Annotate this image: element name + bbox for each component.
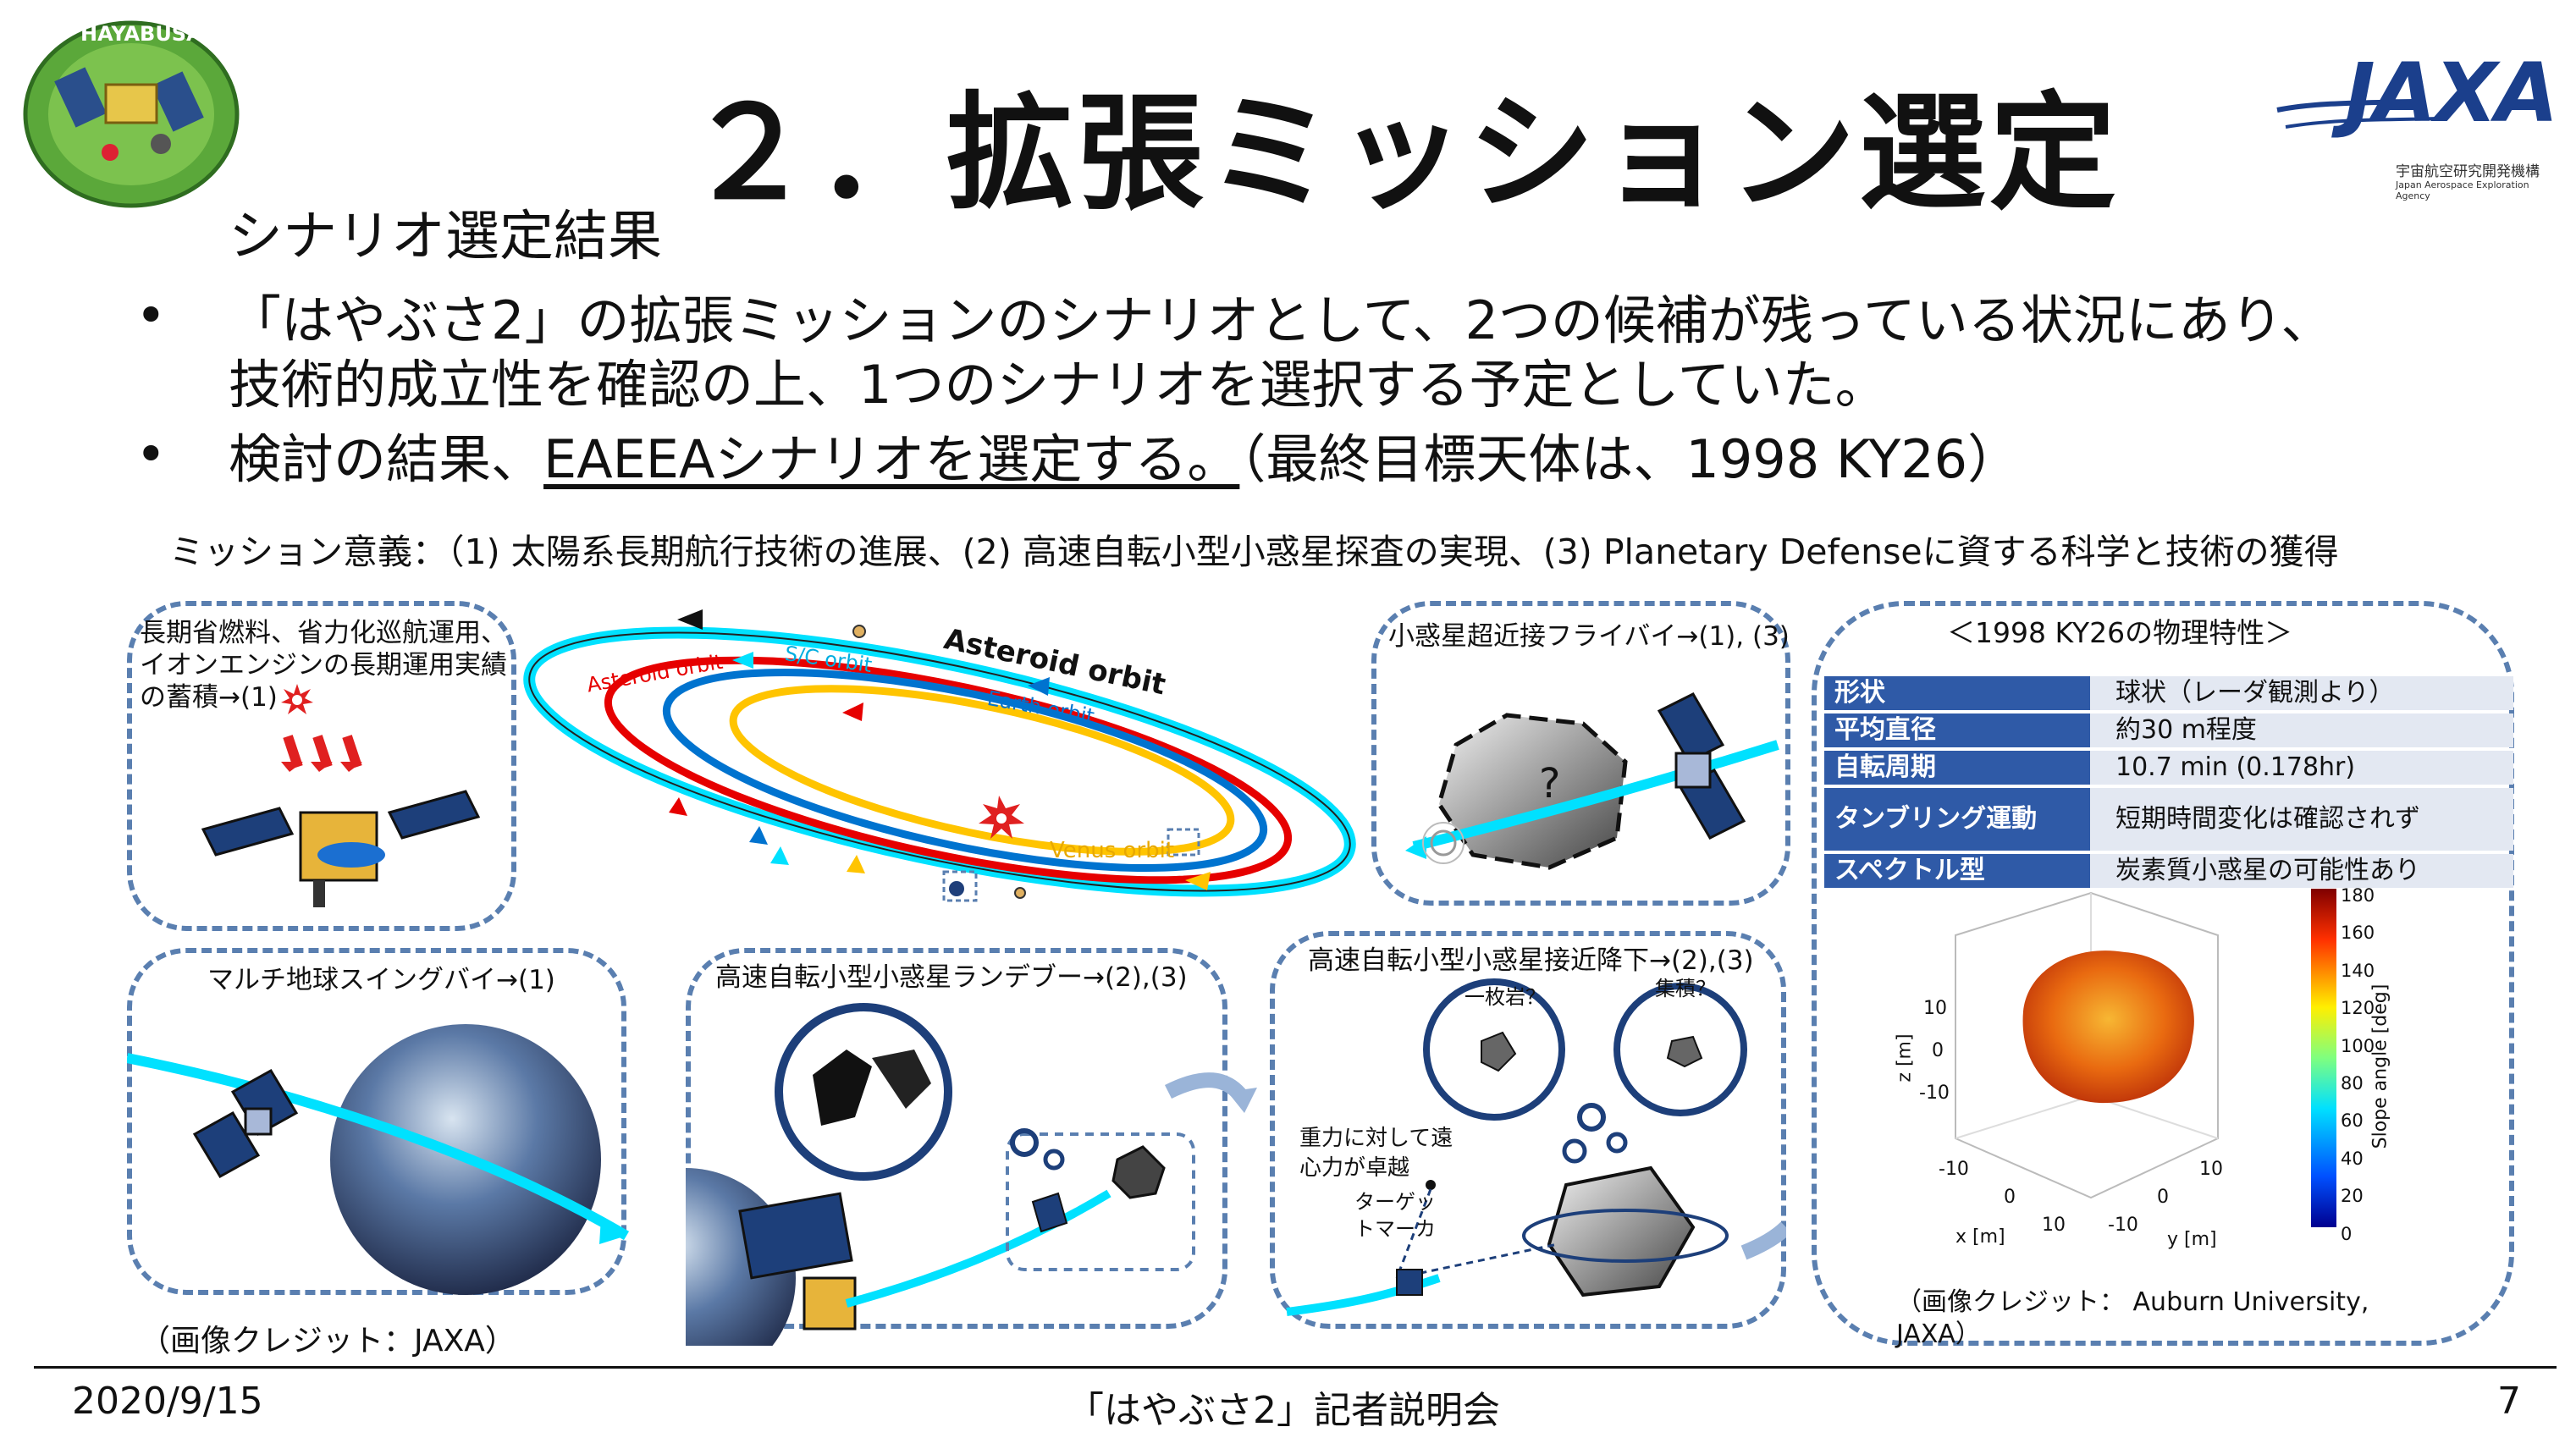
- long-term-line-3: の蓄積→(1): [140, 682, 278, 713]
- bullet-2-post: （最終目標天体は、1998 KY26）: [1239, 428, 2021, 490]
- footer-page-number: 7: [2497, 1380, 2521, 1423]
- jaxa-logo-text: JAXA: [2345, 46, 2558, 140]
- descent-bubble-aggregate: 集積？: [1655, 977, 1716, 1000]
- orbit-label-venus: Venus orbit: [1050, 838, 1175, 863]
- colorbar-tick: 80: [2341, 1073, 2364, 1094]
- table-row: タンブリング運動短期時間変化は確認されず: [1824, 788, 2513, 851]
- bullet-2-pre: 検討の結果、: [229, 428, 544, 490]
- bullet-marker: •: [135, 423, 167, 485]
- plot-x-label: x [m]: [1955, 1226, 2005, 1248]
- plot-x-tick: 0: [2004, 1187, 2016, 1208]
- property-value: 短期時間変化は確認されず: [2090, 788, 2513, 851]
- jaxa-logo: JAXA 宇宙航空研究開発機構 Japan Aerospace Explorat…: [2269, 46, 2558, 203]
- footer-divider: [34, 1366, 2557, 1369]
- panel-long-term-operation: [127, 601, 516, 931]
- colorbar-tick: 20: [2341, 1186, 2364, 1207]
- asteroid-shape-plot: [1955, 889, 2336, 1227]
- page-title: ２．拡張ミッション選定: [686, 80, 2121, 228]
- property-value: 約30 m程度: [2090, 713, 2513, 747]
- colorbar-tick: 160: [2341, 923, 2375, 944]
- plot-y-label: y [m]: [2167, 1229, 2217, 1250]
- section-subtitle: シナリオ選定結果: [229, 206, 662, 268]
- property-key: スペクトル型: [1824, 854, 2090, 888]
- descent-illustration: [1286, 978, 1786, 1316]
- flyby-label: 小惑星超近接フライバイ→(1), (3): [1388, 621, 1790, 652]
- rendezvous-label: 高速自転小型小惑星ランデブー→(2),(3): [715, 962, 1188, 993]
- property-value: 球状（レーダ観測より）: [2090, 676, 2513, 710]
- orbit-diagram: [523, 609, 1356, 902]
- colorbar-tick: 60: [2341, 1110, 2364, 1132]
- plot-y-tick: 0: [2157, 1187, 2169, 1208]
- property-key: 形状: [1824, 676, 2090, 710]
- rendezvous-illustration: [686, 1003, 1257, 1346]
- mission-significance: ミッション意義：（1) 太陽系長期航行技術の進展、(2) 高速自転小型小惑星探査…: [169, 532, 2339, 572]
- property-key: タンブリング運動: [1824, 788, 2090, 851]
- plot-y-tick: 10: [2199, 1159, 2223, 1180]
- bullet-1-line-2: 技術的成立性を確認の上、1つのシナリオを選択する予定としていた。: [229, 354, 1888, 416]
- hayabusa2-logo-text: HAYABUSA2: [80, 22, 217, 46]
- swingby-illustration: [127, 1024, 630, 1295]
- long-term-line-2: イオンエンジンの長期運用実績: [140, 650, 507, 680]
- colorbar-tick: 100: [2341, 1035, 2375, 1056]
- descent-bubble-monolith: 一枚岩？: [1465, 985, 1546, 1009]
- bullet-2: 検討の結果、EAEEAシナリオを選定する。（最終目標天体は、1998 KY26）: [229, 423, 2020, 496]
- colorbar-tick: 0: [2341, 1223, 2353, 1244]
- descent-gravity-line-1: 重力に対して遠: [1299, 1126, 1453, 1151]
- descent-label: 高速自転小型小惑星接近降下→(2),(3): [1308, 945, 1754, 976]
- plot-z-label: z [m]: [1894, 1033, 1916, 1083]
- plot-z-tick: -10: [1919, 1083, 1950, 1104]
- image-credit-auburn: （画像クレジット： Auburn University, JAXA）: [1896, 1287, 2369, 1349]
- jaxa-logo-subtext: 宇宙航空研究開発機構: [2396, 163, 2540, 180]
- table-row: 平均直径約30 m程度: [1824, 713, 2513, 747]
- plot-x-tick: 10: [2042, 1215, 2066, 1236]
- image-credit-jaxa: （画像クレジット：JAXA）: [140, 1324, 516, 1358]
- jaxa-logo-en: Japan Aerospace Exploration Agency: [2396, 179, 2529, 201]
- plot-y-tick: -10: [2108, 1215, 2138, 1236]
- long-term-line-1: 長期省燃料、省力化巡航運用、: [140, 618, 507, 648]
- colorbar-tick: 180: [2341, 885, 2375, 906]
- colorbar-tick: 140: [2341, 960, 2375, 981]
- plot-z-tick: 10: [1923, 998, 1947, 1019]
- panel-rendezvous: [686, 948, 1227, 1329]
- plot-x-tick: -10: [1939, 1159, 1969, 1180]
- plot-z-tick: 0: [1932, 1040, 1944, 1061]
- bullet-marker: •: [135, 284, 167, 346]
- footer-date: 2020/9/15: [72, 1380, 263, 1423]
- descent-marker-line-2: トマーカ: [1354, 1217, 1436, 1241]
- table-row: スペクトル型炭素質小惑星の可能性あり: [1824, 854, 2513, 888]
- property-value: 10.7 min (0.178hr): [2090, 751, 2513, 785]
- descent-gravity-line-2: 心力が卓越: [1299, 1155, 1410, 1181]
- spacecraft-icon: [201, 735, 481, 907]
- descent-marker-line-1: ターゲッ: [1354, 1190, 1436, 1214]
- swingby-label: マルチ地球スイングバイ→(1): [207, 965, 555, 995]
- panel-swingby: [127, 948, 626, 1295]
- bullet-1-line-1: 「はやぶさ2」の拡張ミッションのシナリオとして、2つの候補が残っている状況にあり…: [229, 289, 2334, 351]
- table-row: 形状球状（レーダ観測より）: [1824, 676, 2513, 710]
- panel-flyby: [1371, 601, 1790, 906]
- colorbar-ticks: 180 160 140 120 100 80 60 40 20 0: [2341, 877, 2391, 1244]
- hayabusa2-logo: [23, 20, 240, 208]
- property-key: 自転周期: [1824, 751, 2090, 785]
- properties-title: ＜1998 KY26の物理特性＞: [1947, 616, 2293, 649]
- bullet-2-underlined: EAEEAシナリオを選定する。: [543, 428, 1240, 490]
- property-value: 炭素質小惑星の可能性あり: [2090, 854, 2513, 888]
- footer-event: 「はやぶさ2」記者説明会: [1067, 1389, 1500, 1432]
- flyby-illustration: [1405, 692, 1779, 870]
- flyby-question-mark: ?: [1539, 760, 1561, 807]
- colorbar-tick: 40: [2341, 1148, 2364, 1169]
- sun-icon: [281, 684, 313, 714]
- panel-descent: [1270, 931, 1786, 1329]
- colorbar-tick: 120: [2341, 998, 2375, 1019]
- property-key: 平均直径: [1824, 713, 2090, 747]
- panel-physical-properties: [1812, 601, 2514, 1346]
